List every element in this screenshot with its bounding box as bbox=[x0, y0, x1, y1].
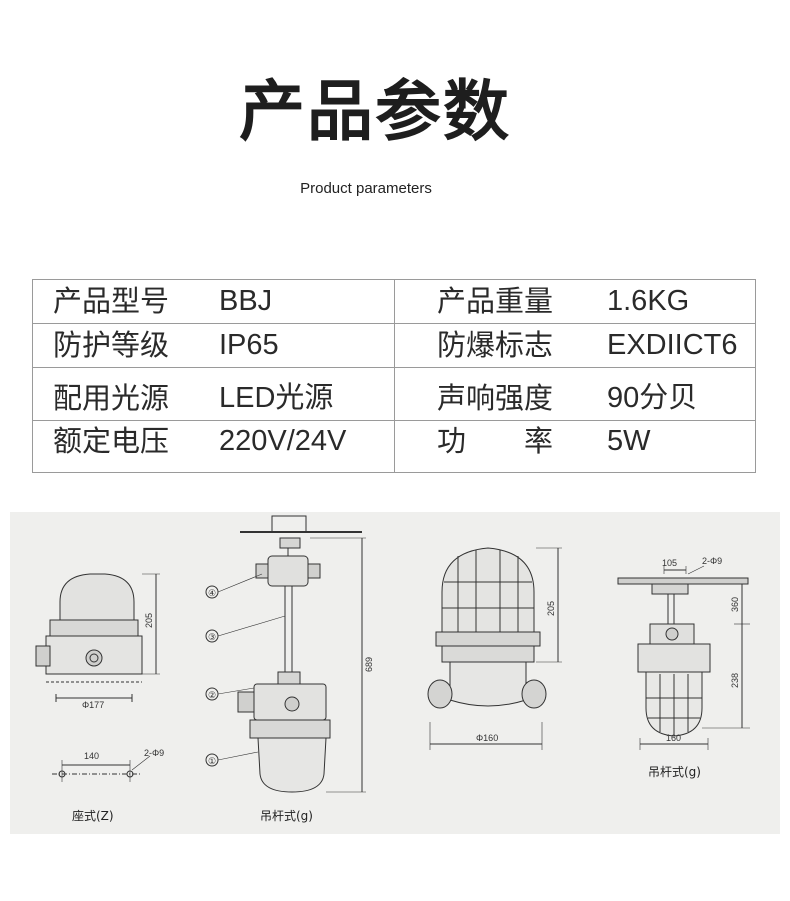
param-label: 功 率 bbox=[437, 424, 554, 458]
column-divider bbox=[394, 280, 395, 472]
param-label: 产品重量 bbox=[437, 284, 554, 318]
seat-caption: 座式(Z) bbox=[72, 808, 114, 823]
callout-3: ③ bbox=[208, 632, 216, 642]
callout-2: ② bbox=[208, 690, 216, 700]
param-value: 220V/24V bbox=[219, 425, 347, 457]
param-label: 防爆标志 bbox=[437, 328, 554, 362]
param-label: 配用光源 bbox=[53, 381, 170, 415]
technical-drawing: 205 Φ177 140 2-Φ9 座式(Z) 689 ④ ③ ② ① 吊杆式(… bbox=[10, 512, 780, 834]
page-subtitle: Product parameters bbox=[300, 180, 432, 197]
table-row: 防护等级 IP65 防爆标志 EXDIICT6 bbox=[33, 324, 755, 368]
cage-lamp-drawing bbox=[427, 547, 562, 750]
seat-holes-dim: 2-Φ9 bbox=[144, 748, 164, 758]
pendant-mount-drawing bbox=[205, 515, 366, 793]
callout-1: ① bbox=[208, 756, 216, 766]
param-value: EXDIICT6 bbox=[607, 329, 738, 361]
param-value: BBJ bbox=[219, 285, 273, 317]
hang-lower-dim: 238 bbox=[730, 673, 740, 688]
param-value: 5W bbox=[607, 425, 651, 457]
cage-height-dim: 205 bbox=[546, 601, 556, 616]
seat-diameter-dim: Φ177 bbox=[82, 700, 104, 710]
callout-4: ④ bbox=[208, 588, 216, 598]
param-value: 90分贝 bbox=[607, 382, 698, 414]
param-label: 额定电压 bbox=[53, 424, 170, 458]
hang-width-dim: 160 bbox=[666, 733, 681, 743]
page-title: 产品参数 bbox=[239, 73, 511, 150]
seat-height-dim: 205 bbox=[144, 613, 154, 628]
hanging-lamp-drawing bbox=[617, 565, 750, 750]
param-value: 1.6KG bbox=[607, 285, 690, 317]
pendant-caption: 吊杆式(g) bbox=[260, 809, 313, 823]
cage-diameter-dim: Φ160 bbox=[476, 733, 498, 743]
table-row: 配用光源 LED光源 声响强度 90分贝 bbox=[33, 377, 755, 421]
pendant-overall-dim: 689 bbox=[364, 657, 374, 672]
seat-mount-drawing bbox=[35, 573, 160, 782]
hang-spacing-dim: 105 bbox=[662, 558, 677, 568]
param-value: LED光源 bbox=[219, 382, 334, 414]
param-label: 防护等级 bbox=[53, 328, 170, 362]
drawing-svg: 205 Φ177 140 2-Φ9 座式(Z) 689 ④ ③ ② ① 吊杆式(… bbox=[35, 515, 750, 823]
table-row: 额定电压 220V/24V 功 率 5W bbox=[33, 420, 755, 463]
seat-spacing-dim: 140 bbox=[84, 751, 99, 761]
hang-holes-dim: 2-Φ9 bbox=[702, 556, 722, 566]
hang-caption: 吊杆式(g) bbox=[648, 765, 701, 779]
hang-upper-dim: 360 bbox=[730, 597, 740, 612]
param-label: 声响强度 bbox=[437, 381, 554, 415]
parameters-table: 产品型号 BBJ 产品重量 1.6KG 防护等级 IP65 防爆标志 EXDII… bbox=[32, 279, 756, 473]
table-row: 产品型号 BBJ 产品重量 1.6KG bbox=[33, 280, 755, 324]
param-value: IP65 bbox=[219, 329, 279, 361]
param-label: 产品型号 bbox=[53, 284, 170, 318]
